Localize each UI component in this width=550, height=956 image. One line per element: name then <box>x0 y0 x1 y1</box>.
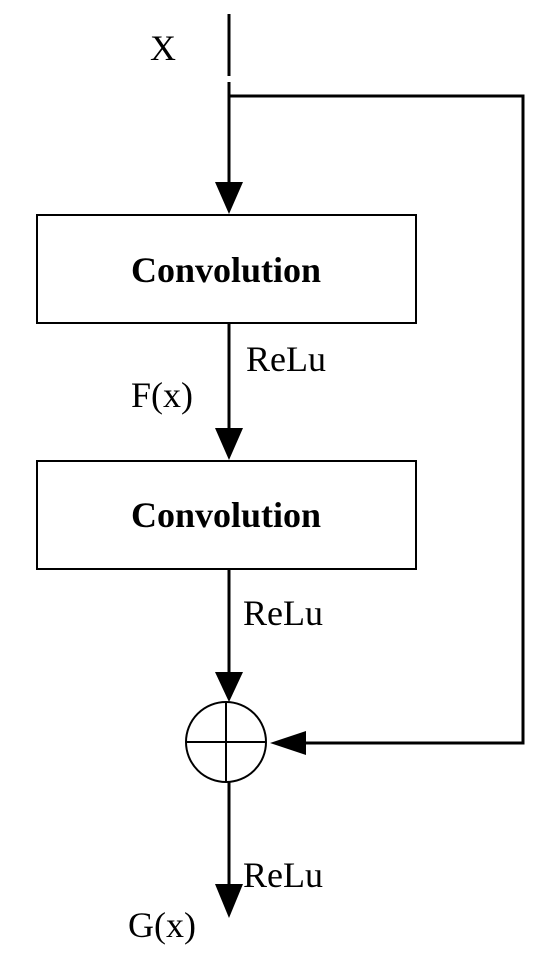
arrow-skip-to-sum <box>270 731 306 755</box>
relu-label-1: ReLu <box>246 339 326 379</box>
gx-label: G(x) <box>128 905 196 945</box>
arrow-to-block2 <box>215 428 243 460</box>
skip-connection-line <box>229 94 525 745</box>
arrow-output <box>215 884 243 918</box>
sum-node-icon <box>185 701 267 783</box>
input-label: X <box>150 28 176 68</box>
conv-block-1-label: Convolution <box>131 250 321 290</box>
arrow-to-block1 <box>215 182 243 214</box>
conv-block-1 <box>36 214 417 324</box>
relu-label-3: ReLu <box>243 855 323 895</box>
relu-label-2: ReLu <box>243 593 323 633</box>
conv-block-2-label: Convolution <box>131 495 321 535</box>
conv-block-2 <box>36 460 417 570</box>
arrow-to-sum <box>215 672 243 702</box>
fx-label: F(x) <box>131 375 193 415</box>
